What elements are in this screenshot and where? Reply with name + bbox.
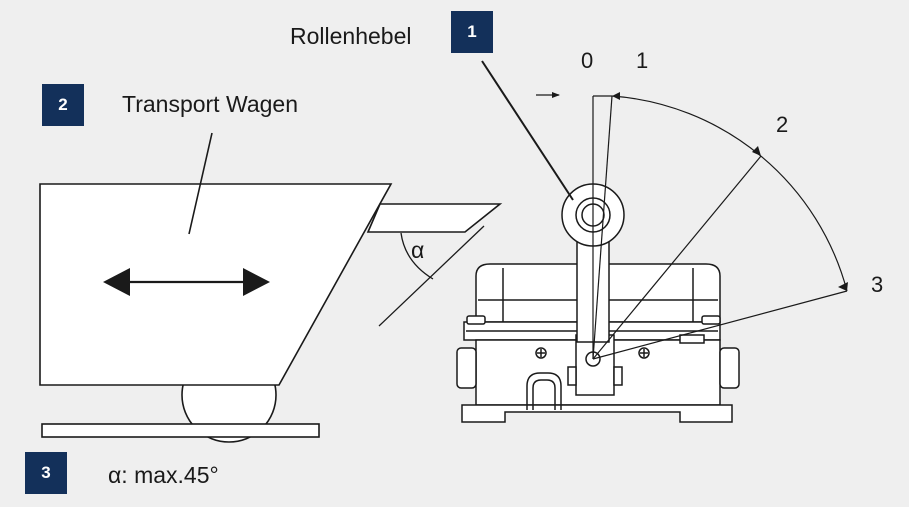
roller-leader-line bbox=[481, 60, 574, 201]
max-angle-label: α: max.45° bbox=[108, 462, 219, 488]
arc-arrowhead-1 bbox=[612, 92, 620, 100]
badge-1: 1 bbox=[451, 11, 493, 53]
angle-arc bbox=[400, 232, 434, 280]
badge-3: 3 bbox=[25, 452, 67, 494]
angle-line bbox=[378, 225, 485, 327]
roller-lever-label: Rollenhebel bbox=[290, 23, 412, 49]
cart-ramp bbox=[366, 203, 503, 233]
position-label-1: 1 bbox=[636, 48, 649, 73]
position-label-0: 0 bbox=[581, 48, 594, 73]
cart-body bbox=[39, 183, 393, 386]
transport-cart bbox=[39, 183, 503, 443]
alpha-symbol-label: α bbox=[411, 237, 425, 263]
position-line-1 bbox=[592, 95, 613, 360]
transport-cart-label: Transport Wagen bbox=[122, 91, 298, 117]
travel-arc bbox=[611, 95, 848, 292]
position-label-2: 2 bbox=[776, 112, 789, 137]
position-line-3 bbox=[592, 290, 848, 360]
arc-arrowhead-3 bbox=[838, 282, 848, 291]
badge-2: 2 bbox=[42, 84, 84, 126]
rotation-guides bbox=[592, 95, 848, 360]
floor-rail bbox=[41, 423, 320, 438]
position-label-3: 3 bbox=[871, 272, 884, 297]
limit-switch bbox=[456, 183, 740, 423]
cart-leader-line bbox=[188, 132, 213, 235]
position-line-2 bbox=[592, 155, 762, 360]
arc-arrowhead-2 bbox=[752, 146, 761, 156]
double-arrow-icon bbox=[103, 268, 270, 296]
